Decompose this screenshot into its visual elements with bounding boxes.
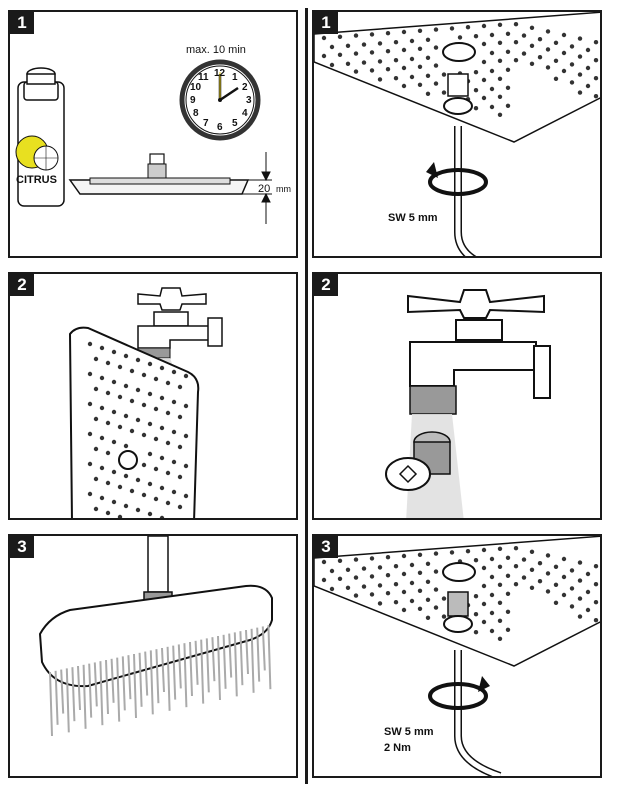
clock-number: 4 bbox=[242, 108, 248, 119]
panel-step-3-tighten: 3 SW 5 mm 2 Nm bbox=[312, 534, 602, 778]
clock-icon bbox=[179, 59, 261, 141]
step-number-badge: 1 bbox=[10, 12, 34, 34]
faucet-icon bbox=[137, 287, 223, 359]
clock-number: 9 bbox=[190, 95, 196, 106]
soaking-tray-icon bbox=[68, 153, 250, 195]
panel-step-2-flush: 2 bbox=[8, 272, 298, 520]
panel-step-3-reinstall: 3 bbox=[8, 534, 298, 778]
clock-caption: max. 10 min bbox=[186, 44, 246, 56]
depth-unit: mm bbox=[276, 184, 291, 194]
clock-number: 3 bbox=[246, 95, 252, 106]
torque-label: 2 Nm bbox=[384, 742, 411, 754]
citrus-bottle-icon bbox=[15, 67, 65, 207]
bottle-label: CITRUS bbox=[16, 174, 57, 186]
flush-illustration bbox=[68, 287, 223, 518]
nozzle-dots-icon bbox=[87, 341, 189, 518]
clock-number: 11 bbox=[198, 72, 209, 83]
clock-number: 5 bbox=[232, 118, 238, 129]
step-number-badge: 3 bbox=[10, 536, 34, 558]
soak-illustration bbox=[15, 59, 272, 224]
nozzle-icon bbox=[385, 431, 451, 491]
panel-step-1-soak: 1 bbox=[8, 10, 298, 258]
nozzle-dots-icon bbox=[321, 22, 599, 118]
clock-number: 7 bbox=[203, 118, 209, 129]
step-number-badge: 2 bbox=[314, 274, 338, 296]
step-number-badge: 2 bbox=[10, 274, 34, 296]
clock-number: 8 bbox=[193, 108, 199, 119]
depth-value: 20 bbox=[258, 183, 271, 195]
step-number-badge: 3 bbox=[314, 536, 338, 558]
panel-step-1-unscrew: 1 SW 5 mm bbox=[312, 10, 602, 258]
clock-number: 10 bbox=[190, 82, 202, 93]
tighten-illustration bbox=[314, 536, 600, 776]
wrench-size-label: SW 5 mm bbox=[388, 212, 438, 224]
water-spray-icon bbox=[49, 625, 272, 737]
step-number-badge: 1 bbox=[314, 12, 338, 34]
column-divider bbox=[305, 8, 308, 784]
clock-number: 2 bbox=[242, 82, 248, 93]
depth-dimension-icon bbox=[242, 152, 272, 224]
clock-number: 1 bbox=[232, 72, 238, 83]
rotation-arrow-icon bbox=[426, 162, 488, 196]
wrench-size-label: SW 5 mm bbox=[384, 726, 434, 738]
rotation-arrow-icon bbox=[428, 676, 490, 710]
clock-number: 6 bbox=[217, 122, 223, 133]
faucet-icon bbox=[407, 289, 551, 415]
panel-step-2-rinse-nozzle: 2 bbox=[312, 272, 602, 520]
unscrew-illustration bbox=[314, 12, 600, 256]
clock-number: 12 bbox=[214, 68, 226, 79]
rinse-illustration bbox=[385, 289, 551, 518]
reinstall-illustration bbox=[38, 536, 273, 737]
